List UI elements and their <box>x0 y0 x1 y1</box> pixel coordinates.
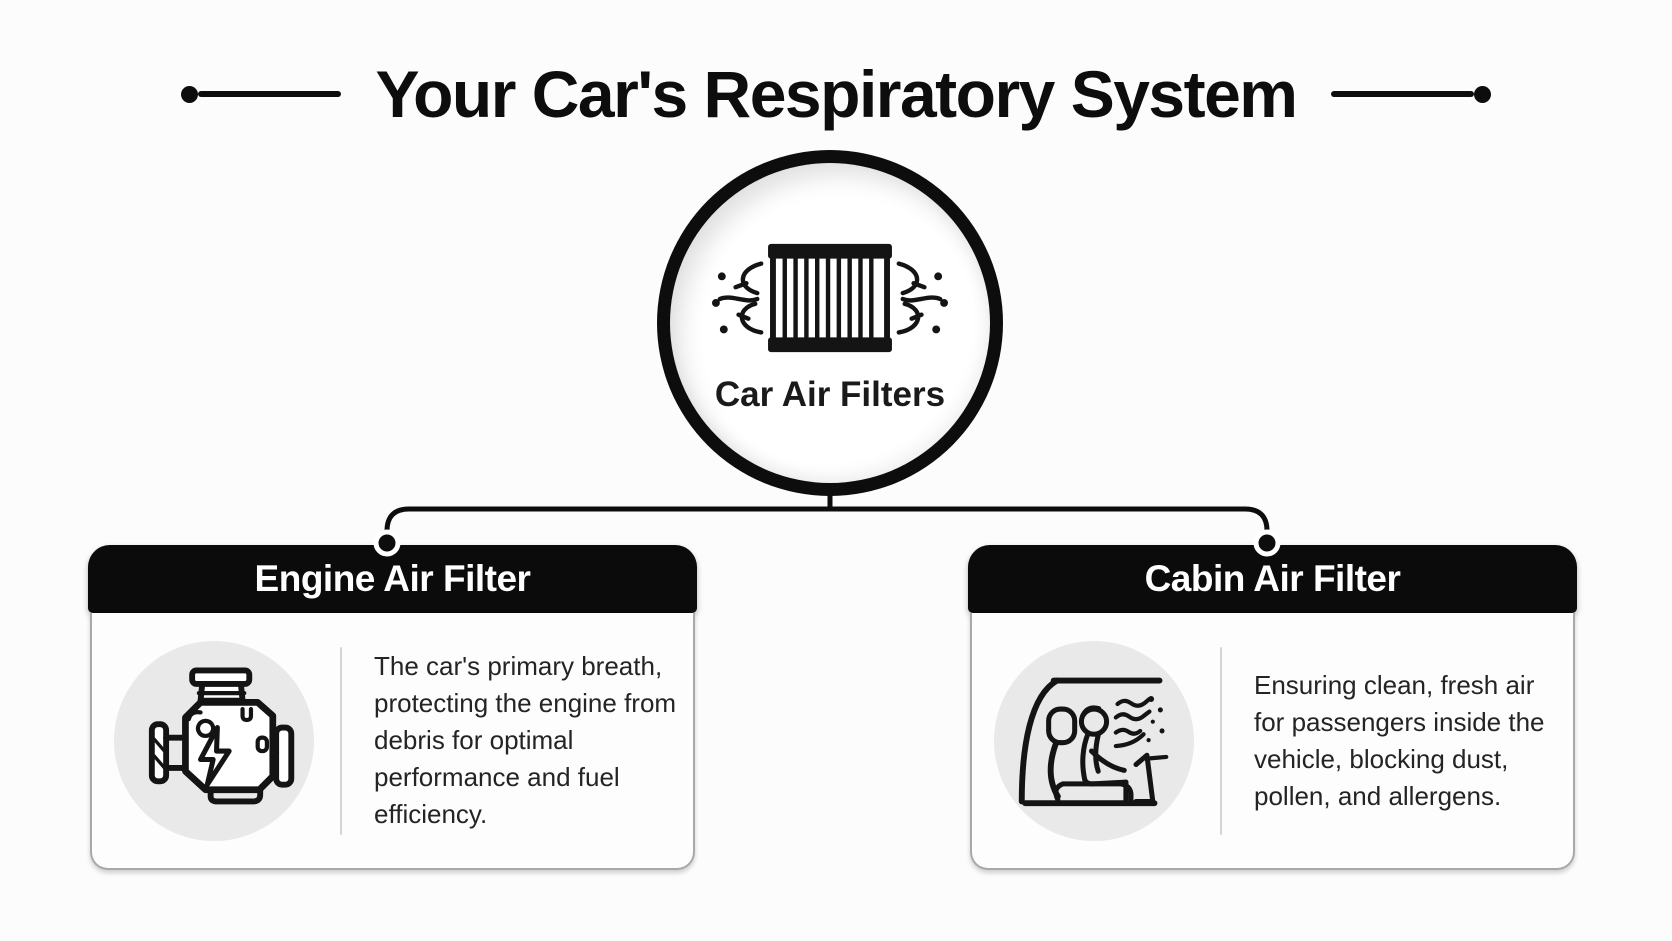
engine-card-body: The car's primary breath, protecting the… <box>90 613 695 870</box>
center-node-label: Car Air Filters <box>714 375 946 414</box>
engine-card-title: Engine Air Filter <box>254 558 531 599</box>
branch-line <box>384 506 1270 541</box>
page-title: Your Car's Respiratory System <box>375 57 1298 131</box>
engine-icon-circle <box>114 640 314 841</box>
center-node: Car Air Filters <box>657 150 1003 496</box>
engine-card-divider <box>340 646 342 835</box>
cabin-icon-circle <box>994 640 1194 841</box>
air-filter-icon <box>712 243 948 353</box>
description-line: Ensuring clean, fresh air <box>1254 669 1535 700</box>
cabin-card-title: Cabin Air Filter <box>1144 558 1401 599</box>
description-line: The car's primary breath, <box>374 651 663 681</box>
description-line: vehicle, blocking dust, <box>1254 743 1509 774</box>
description-line: debris for optimal <box>374 725 574 755</box>
cabin-card-description: Ensuring clean, fresh air for passengers… <box>1254 667 1545 815</box>
engine-card-header: Engine Air Filter <box>88 545 697 613</box>
card-cabin-air-filter: Cabin Air Filter <box>968 545 1577 870</box>
description-line: efficiency. <box>374 799 488 829</box>
title-left-dot <box>181 85 199 103</box>
description-line: for passengers inside the <box>1254 706 1545 737</box>
center-node-inner: Car Air Filters <box>670 163 990 483</box>
engine-icon <box>148 667 295 804</box>
description-line: performance and fuel <box>374 762 620 792</box>
cabin-passenger-icon <box>1018 677 1169 806</box>
cabin-card-divider <box>1220 646 1222 835</box>
description-line: protecting the engine from <box>374 688 677 718</box>
cabin-card-header: Cabin Air Filter <box>968 545 1577 613</box>
engine-card-description: The car's primary breath, protecting the… <box>374 648 676 833</box>
title-right-dot <box>1473 85 1491 103</box>
title-left-rule <box>198 91 342 97</box>
card-engine-air-filter: Engine Air Filter <box>88 545 697 870</box>
title-right-rule <box>1330 91 1474 97</box>
description-line: pollen, and allergens. <box>1254 780 1502 811</box>
title-row: Your Car's Respiratory System <box>0 46 1672 142</box>
cabin-card-body: Ensuring clean, fresh air for passengers… <box>970 613 1575 870</box>
